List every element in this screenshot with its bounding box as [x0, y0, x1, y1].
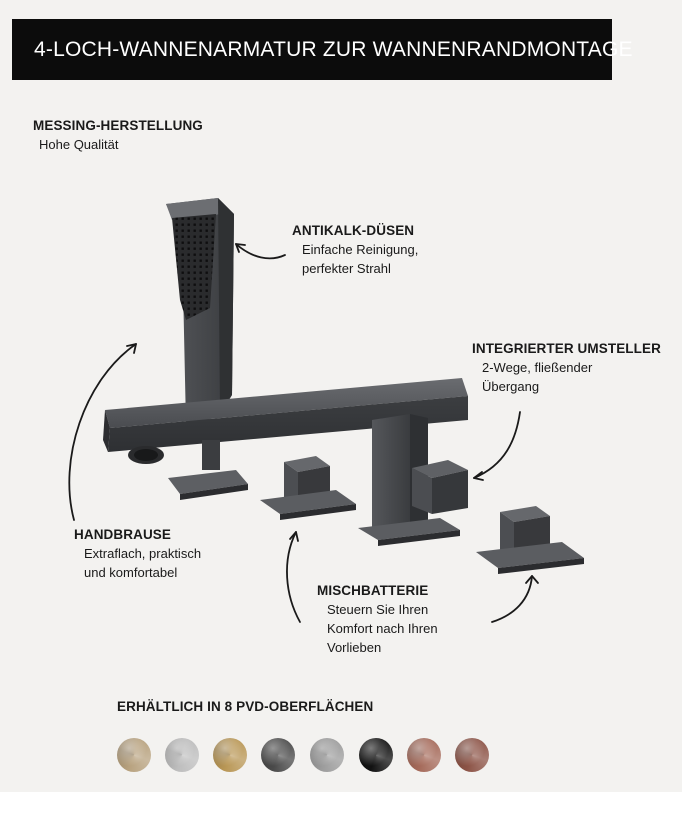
swatch-matte-black[interactable]: [359, 738, 393, 772]
feature-messing-title: MESSING-HERSTELLUNG: [33, 118, 203, 133]
hand-shower: [166, 198, 234, 425]
feature-mischbatterie-line-1: Steuern Sie Ihren: [327, 602, 429, 617]
feature-mischbatterie-line-2: Komfort nach Ihren: [327, 621, 438, 636]
mixer-handle-left: [260, 456, 356, 520]
arrow-mischbatterie-right: [491, 575, 533, 623]
page-title: 4-LOCH-WANNENARMATUR ZUR WANNENRANDMONTA…: [34, 37, 633, 61]
feature-antikalk-line-1: Einfache Reinigung,: [302, 242, 419, 257]
feature-handbrause-line-2: und komfortabel: [84, 565, 178, 580]
page-title-banner: 4-LOCH-WANNENARMATUR ZUR WANNENRANDMONTA…: [12, 19, 633, 80]
feature-handbrause-title: HANDBRAUSE: [74, 527, 172, 542]
footer-band: [0, 792, 682, 818]
swatch-brushed-copper[interactable]: [455, 738, 489, 772]
feature-messing-line-1: Hohe Qualität: [39, 137, 119, 152]
swatch-rose-gold[interactable]: [407, 738, 441, 772]
feature-messing: MESSING-HERSTELLUNG Hohe Qualität: [33, 118, 203, 154]
swatch-gunmetal[interactable]: [261, 738, 295, 772]
feature-handbrause-line-1: Extraflach, praktisch: [84, 546, 202, 561]
swatch-stainless[interactable]: [310, 738, 344, 772]
feature-antikalk-line-2: perfekter Strahl: [302, 261, 391, 276]
feature-mischbatterie-line-3: Vorlieben: [327, 640, 382, 655]
callout-arrows: [68, 243, 539, 623]
finishes-section: ERHÄLTLICH IN 8 PVD-OBERFLÄCHEN: [117, 699, 373, 714]
swatch-brushed-gold[interactable]: [213, 738, 247, 772]
spout-body: [103, 378, 468, 464]
feature-umsteller-line-2: Übergang: [482, 379, 540, 394]
shower-holder: [168, 440, 248, 500]
feature-mischbatterie: MISCHBATTERIE Steuern Sie Ihren Komfort …: [317, 583, 438, 657]
arrow-mischbatterie-left: [286, 531, 301, 623]
finish-swatches: [117, 738, 497, 778]
feature-handbrause: HANDBRAUSE Extraflach, praktisch und kom…: [74, 527, 201, 582]
swatch-brushed-brass[interactable]: [117, 738, 151, 772]
feature-antikalk-title: ANTIKALK-DÜSEN: [292, 223, 415, 238]
diverter-column: [358, 414, 468, 546]
arrow-umsteller: [473, 411, 521, 479]
finishes-title: ERHÄLTLICH IN 8 PVD-OBERFLÄCHEN: [117, 699, 374, 714]
swatch-brushed-nickel[interactable]: [165, 738, 199, 772]
mixer-handle-right: [476, 506, 584, 574]
feature-umsteller: INTEGRIERTER UMSTELLER 2-Wege, fließende…: [472, 341, 661, 396]
feature-umsteller-title: INTEGRIERTER UMSTELLER: [472, 341, 661, 356]
feature-umsteller-line-1: 2-Wege, fließender: [482, 360, 593, 375]
feature-antikalk: ANTIKALK-DÜSEN Einfache Reinigung, perfe…: [292, 223, 418, 278]
feature-mischbatterie-title: MISCHBATTERIE: [317, 583, 429, 598]
arrow-antikalk: [235, 243, 286, 260]
arrow-handbrause: [68, 343, 137, 521]
